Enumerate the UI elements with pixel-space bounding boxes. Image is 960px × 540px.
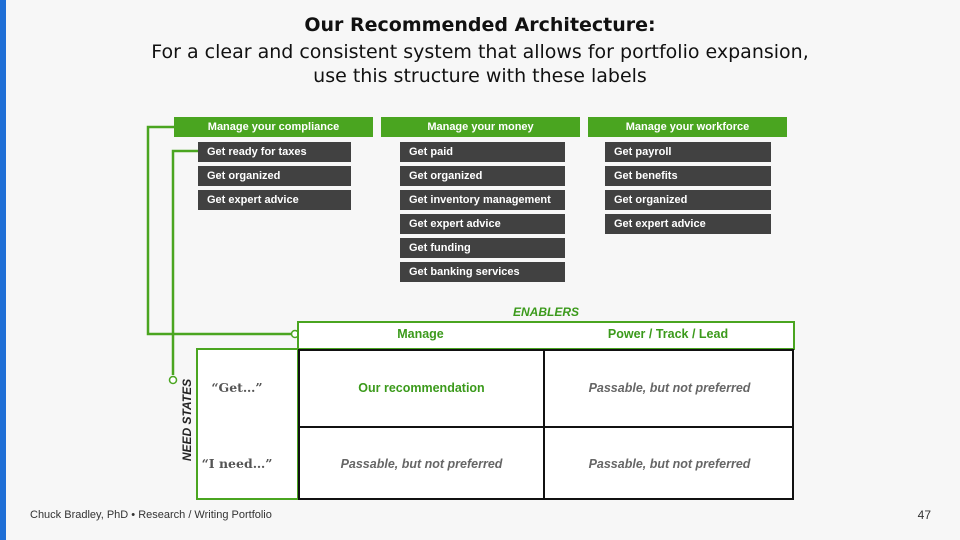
left-accent-bar xyxy=(0,0,6,540)
list-item: Get benefits xyxy=(605,166,771,186)
matrix-cell: Passable, but not preferred xyxy=(588,381,751,395)
list-item: Get paid xyxy=(400,142,565,162)
matrix-cell: Passable, but not preferred xyxy=(588,457,751,471)
list-item: Get organized xyxy=(400,166,565,186)
category-header-money: Manage your money xyxy=(381,117,580,137)
list-item: Get expert advice xyxy=(400,214,565,234)
slide-subtitle-line-2: use this structure with these labels xyxy=(313,65,647,87)
slide-title: Our Recommended Architecture: xyxy=(304,14,656,36)
category-header-workforce: Manage your workforce xyxy=(588,117,787,137)
column-header-power-track-lead: Power / Track / Lead xyxy=(607,327,729,341)
recommendation-matrix: Our recommendation Passable, but not pre… xyxy=(298,349,794,500)
list-item: Get banking services xyxy=(400,262,565,282)
list-item: Get ready for taxes xyxy=(198,142,351,162)
matrix-cell: Our recommendation xyxy=(358,381,485,395)
category-header-compliance: Manage your compliance xyxy=(174,117,373,137)
row-header-get: “Get…” xyxy=(211,380,263,395)
slide-subtitle-line-1: For a clear and consistent system that a… xyxy=(151,41,809,63)
list-item: Get organized xyxy=(198,166,351,186)
list-item: Get payroll xyxy=(605,142,771,162)
list-item: Get inventory management xyxy=(400,190,565,210)
need-states-label: NEED STATES xyxy=(180,378,194,462)
footer-credit: Chuck Bradley, PhD • Research / Writing … xyxy=(30,509,272,521)
list-item: Get organized xyxy=(605,190,771,210)
page-number: 47 xyxy=(917,508,931,522)
enablers-header-row xyxy=(297,321,795,350)
matrix-cell: Passable, but not preferred xyxy=(340,457,503,471)
list-item: Get expert advice xyxy=(605,214,771,234)
grid-divider-vertical xyxy=(543,351,545,498)
list-item: Get expert advice xyxy=(198,190,351,210)
grid-divider-horizontal xyxy=(300,426,792,428)
need-states-column xyxy=(196,348,299,500)
column-header-manage: Manage xyxy=(397,327,444,341)
enablers-label: ENABLERS xyxy=(512,305,579,319)
row-header-i-need: “I need…” xyxy=(201,456,273,471)
list-item: Get funding xyxy=(400,238,565,258)
